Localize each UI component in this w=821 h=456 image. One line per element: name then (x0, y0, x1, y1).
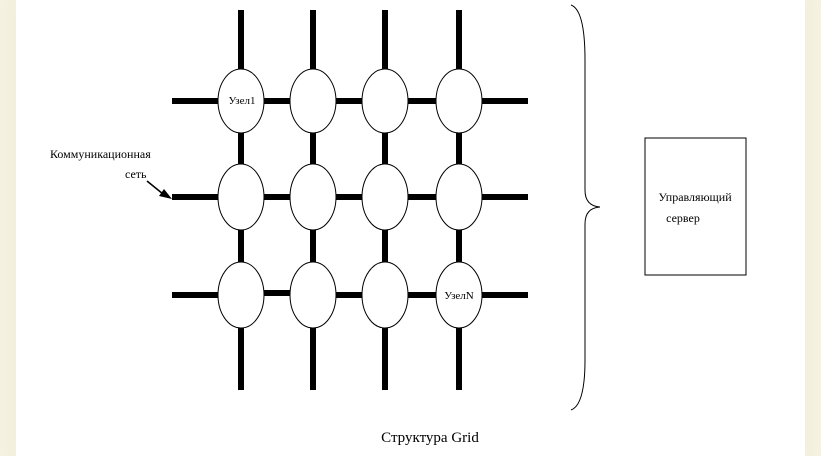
node-r1-c3 (361, 68, 409, 134)
right-brace (570, 4, 601, 411)
horizontal-links (172, 98, 528, 298)
node-r1-c2 (289, 68, 337, 134)
node-r2-c2 (289, 163, 337, 231)
server-box (644, 137, 747, 276)
node-last-label: УзелN (444, 290, 474, 302)
network-label-arrow (146, 180, 172, 199)
server-label-line1: Управляющий (658, 190, 732, 204)
node-r3-c4 (435, 261, 483, 329)
node-r3-c1 (217, 261, 265, 329)
diagram-caption: Структура Grid (381, 430, 479, 446)
node-r3-c3 (361, 261, 409, 329)
node-first-label: Узел1 (228, 95, 255, 107)
node-r1-c1 (217, 68, 265, 134)
server-label-line2: сервер (666, 211, 700, 225)
node-r2-c3 (361, 163, 409, 231)
node-r1-c4 (435, 68, 483, 134)
vertical-links (238, 10, 462, 390)
network-label-line2: сеть (125, 167, 147, 181)
node-r2-c4 (435, 163, 483, 231)
network-label-line1: Коммуникационная (50, 147, 151, 161)
node-r2-c1 (217, 163, 265, 231)
node-r3-c2 (289, 261, 337, 329)
nodes (217, 68, 483, 329)
